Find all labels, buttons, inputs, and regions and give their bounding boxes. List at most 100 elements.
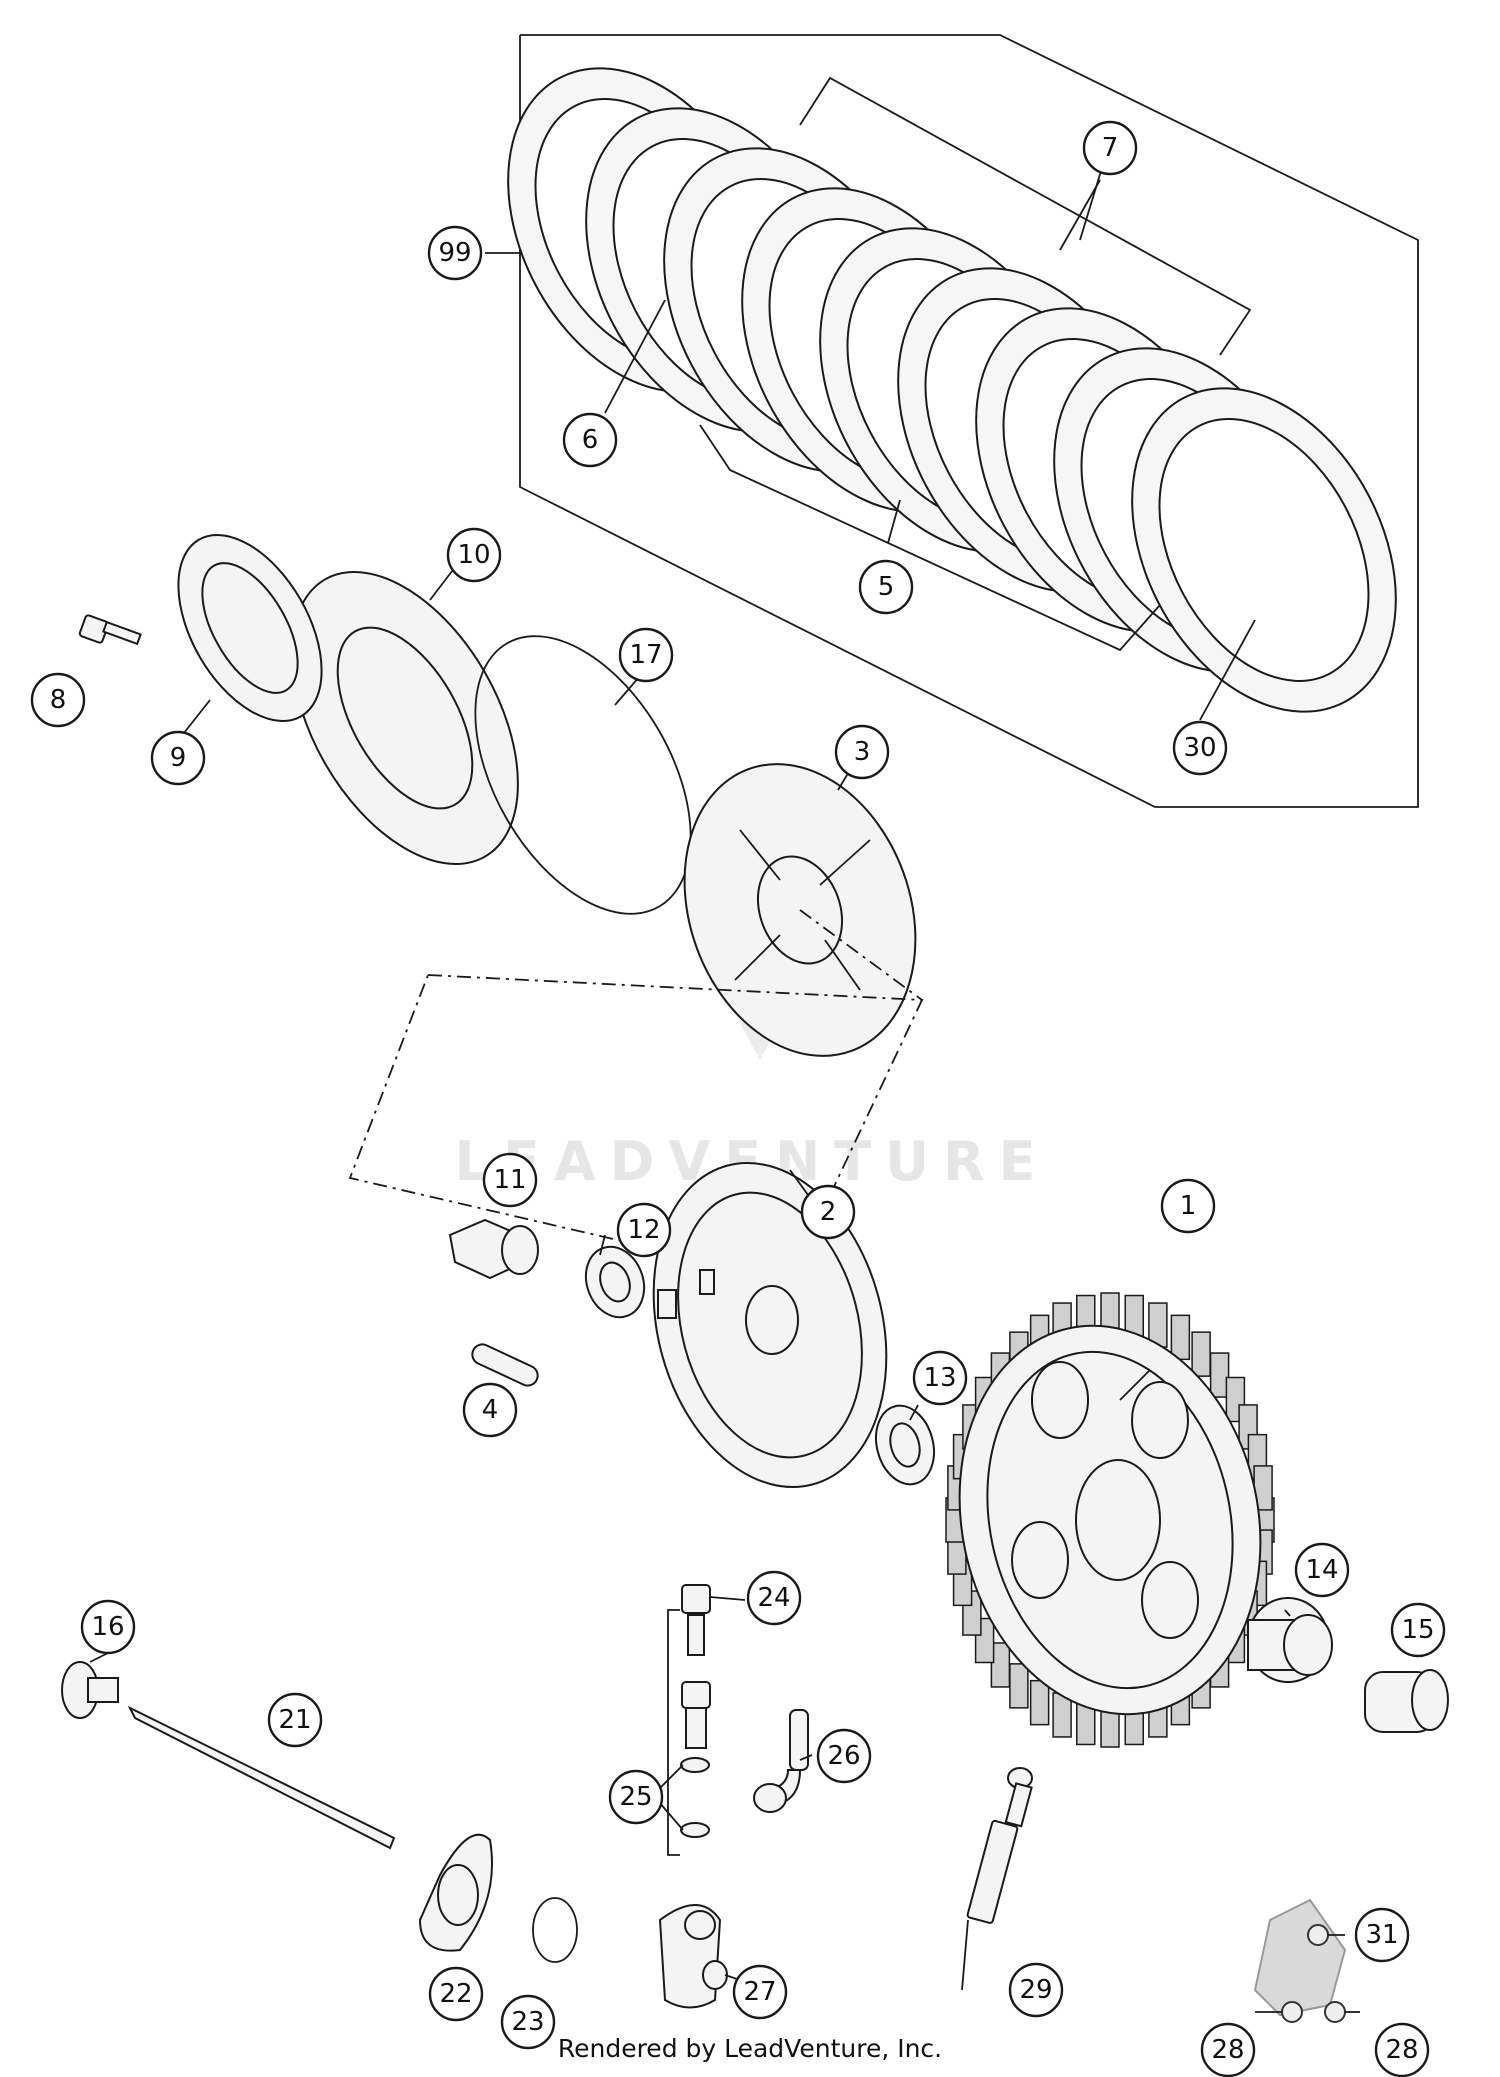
callout-13: 13 [912,1350,968,1406]
callout-circle [80,1599,136,1655]
callout-circle [616,1202,672,1258]
callout-label: 30 [1183,733,1216,763]
callout-label: 10 [457,540,490,570]
pin [471,1343,539,1387]
bearing-ring [177,534,323,722]
callout-label: 2 [820,1197,837,1227]
callout-29: 29 [1008,1962,1064,2018]
callout-circle [800,1184,856,1240]
basket-finger [1209,1352,1230,1398]
callout-26: 26 [816,1728,872,1784]
callout-25: 25 [608,1769,664,1825]
callout-circle [500,1994,556,2050]
callout-8: 8 [30,672,86,728]
callout-circle [562,412,618,468]
nut [448,1218,539,1280]
callout-28: 28 [1374,2022,1430,2077]
callout-5: 5 [858,559,914,615]
callout-label: 13 [923,1363,956,1393]
callout-circle [1008,1962,1064,2018]
callout-label: 5 [878,572,895,602]
callout-15: 15 [1390,1602,1446,1658]
clutch-plate-ring [1158,418,1370,682]
callout-label: 14 [1305,1555,1338,1585]
callout-circle [1200,2022,1256,2077]
basket-finger [1009,1663,1029,1709]
callout-label: 31 [1365,1920,1398,1950]
callout-label: 27 [743,1977,776,2007]
basket-finger [1029,1679,1050,1726]
callout-label: 24 [757,1583,790,1613]
callout-circle [746,1570,802,1626]
callout-99: 99 [427,225,483,281]
pressure-washer [291,571,519,865]
callout-label: 3 [854,737,871,767]
callout-circle [1374,2022,1430,2077]
callout-label: 25 [619,1782,652,1812]
callout-12: 12 [616,1202,672,1258]
needle-bearing [1247,1597,1333,1683]
callout-label: 12 [627,1215,660,1245]
callout-circle [1354,1907,1410,1963]
callout-circle [1160,1178,1216,1234]
inner-clutch-hub [652,1162,888,1488]
slave-cylinder [658,1904,728,2009]
callout-label: 26 [827,1741,860,1771]
callout-label: 7 [1102,133,1119,163]
callout-circle [427,225,483,281]
callout-1: 1 [1160,1178,1216,1234]
thrust-washer [875,1404,935,1486]
bushing [1364,1669,1449,1733]
callout-circle [732,1964,788,2020]
callout-group: 1234567891011121314151617212223242526272… [30,120,1446,2077]
callout-circle [30,672,86,728]
callout-3: 3 [834,724,890,780]
callout-label: 1 [1180,1191,1197,1221]
callout-31: 31 [1354,1907,1410,1963]
callout-6: 6 [562,412,618,468]
callout-label: 28 [1385,2035,1418,2065]
callout-label: 17 [629,640,662,670]
callout-24: 24 [746,1570,802,1626]
callout-circle [446,527,502,583]
callout-23: 23 [500,1994,556,2050]
callout-circle [428,1966,484,2022]
o-ring-small [532,1897,578,1963]
callout-27: 27 [732,1964,788,2020]
callout-14: 14 [1294,1542,1350,1598]
render-credit: Rendered by LeadVenture, Inc. [557,2034,943,2063]
callout-16: 16 [80,1599,136,1655]
callout-21: 21 [267,1692,323,1748]
callout-circle [482,1152,538,1208]
callout-10: 10 [446,527,502,583]
callout-circle [150,730,206,786]
callout-circle [462,1382,518,1438]
callout-11: 11 [482,1152,538,1208]
basket-finger [990,1642,1011,1688]
callout-label: 16 [91,1612,124,1642]
o-ring-large [474,635,692,915]
callout-circle [1390,1602,1446,1658]
callout-label: 6 [582,425,599,455]
callout-17: 17 [618,627,674,683]
callout-circle [608,1769,664,1825]
callout-circle [1172,720,1228,776]
push-rod-piece [61,1661,119,1719]
callout-circle [1294,1542,1350,1598]
slave-cylinder-cover [1253,1898,1347,2023]
callout-9: 9 [150,730,206,786]
callout-label: 23 [511,2007,544,2037]
outer-clutch-basket [945,1292,1275,1748]
callout-label: 29 [1019,1975,1052,2005]
callout-4: 4 [462,1382,518,1438]
lock-washer [584,1245,646,1319]
callout-label: 9 [170,743,187,773]
grease-syringe [961,1767,1033,1991]
bolt [78,614,142,646]
callout-label: 99 [438,238,471,268]
callout-circle [618,627,674,683]
callout-28: 28 [1200,2022,1256,2077]
clutch-plate-stack [507,67,1397,713]
callout-2: 2 [800,1184,856,1240]
